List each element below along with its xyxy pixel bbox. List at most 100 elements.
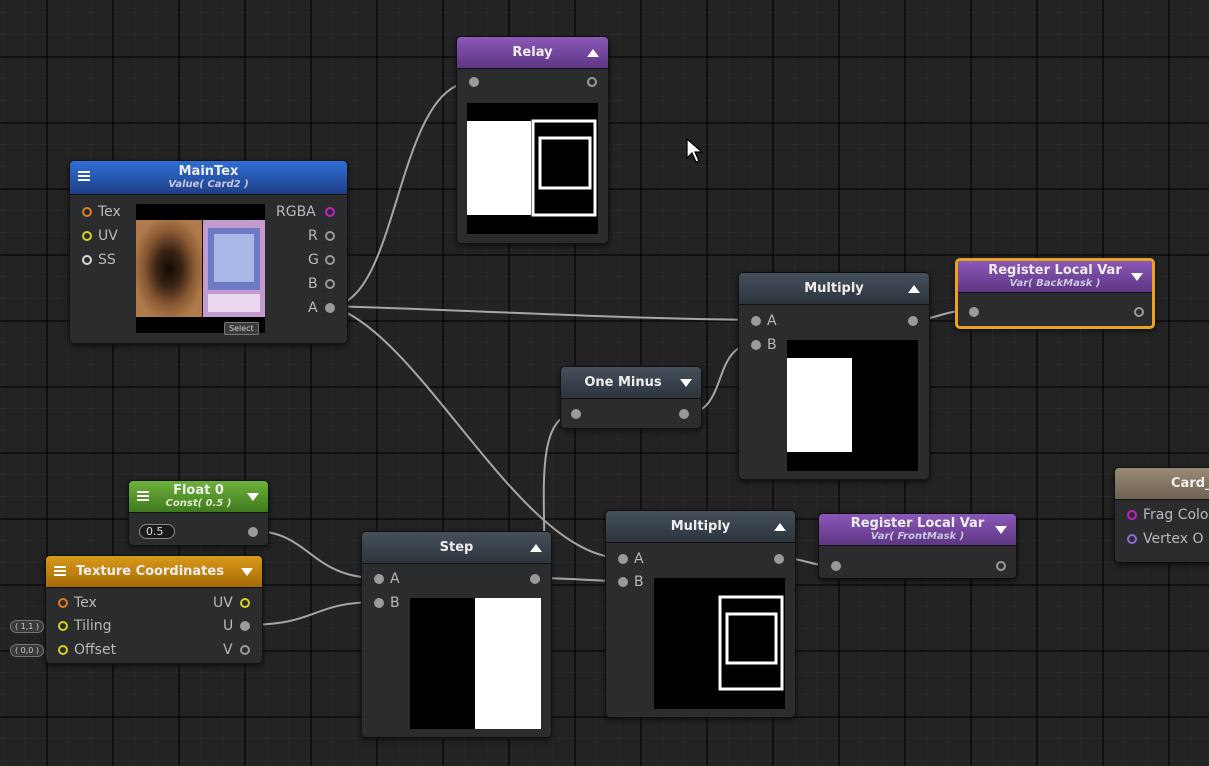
maintex-texture-preview[interactable]: Select <box>136 204 265 335</box>
vertex-offset-label: Vertex O <box>1143 531 1204 547</box>
texcoord-v-pin[interactable] <box>240 645 250 655</box>
register-frontmask-subtitle: Var( FrontMask ) <box>870 531 965 542</box>
texcoord-tiling-pin[interactable] <box>58 621 68 631</box>
collapse-arrow-icon[interactable] <box>587 49 599 57</box>
g-output-pin[interactable] <box>325 255 335 265</box>
uv-input-pin[interactable] <box>82 231 92 241</box>
r-output-label: R <box>308 228 318 244</box>
dropdown-arrow-icon[interactable] <box>995 526 1007 534</box>
collapse-arrow-icon[interactable] <box>774 523 786 531</box>
relay-node[interactable]: Relay <box>456 36 609 244</box>
texcoord-tex-pin[interactable] <box>58 598 68 608</box>
multiply-top-a-label: A <box>767 313 777 329</box>
r-output-pin[interactable] <box>325 231 335 241</box>
collapse-arrow-icon[interactable] <box>908 285 920 293</box>
step-b-pin[interactable] <box>374 598 384 608</box>
step-header[interactable]: Step <box>362 532 551 564</box>
float0-value-field[interactable]: 0.5 <box>139 524 175 539</box>
one-minus-input-pin[interactable] <box>571 409 581 419</box>
multiply-bottom-node[interactable]: Multiply A B <box>605 510 796 718</box>
wire-maintex-a-to-multiply-bottom-a <box>329 305 623 559</box>
tex-input-pin[interactable] <box>82 207 92 217</box>
offset-default-badge[interactable]: ( 0,0 ) <box>10 644 45 657</box>
register-frontmask-node[interactable]: Register Local Var Var( FrontMask ) <box>818 513 1017 579</box>
multiply-bottom-title: Multiply <box>670 519 731 534</box>
relay-preview-image <box>467 119 597 217</box>
card-output-title: Card_ <box>1171 476 1209 491</box>
tiling-default-badge[interactable]: ( 1,1 ) <box>10 620 45 633</box>
register-frontmask-input-pin[interactable] <box>831 561 841 571</box>
ss-input-pin[interactable] <box>82 255 92 265</box>
menu-icon[interactable] <box>78 171 90 181</box>
one-minus-title: One Minus <box>584 375 662 390</box>
multiply-top-header[interactable]: Multiply <box>739 273 929 305</box>
card-output-node[interactable]: Card_ Frag Colo Vertex O <box>1114 467 1209 563</box>
maintex-node[interactable]: MainTex Value( Card2 ) Tex UV SS Select <box>69 160 348 344</box>
multiply-bottom-output-pin[interactable] <box>774 554 784 564</box>
texcoord-u-pin[interactable] <box>240 621 250 631</box>
multiply-top-node[interactable]: Multiply A B <box>738 272 930 480</box>
select-button[interactable]: Select <box>224 322 259 335</box>
texture-coordinates-title: Texture Coordinates <box>76 564 224 579</box>
collapse-arrow-icon[interactable] <box>530 544 542 552</box>
mouse-cursor-icon <box>686 138 704 163</box>
register-backmask-input-pin[interactable] <box>969 307 979 317</box>
register-backmask-header[interactable]: Register Local Var Var( BackMask ) <box>958 261 1152 293</box>
menu-icon[interactable] <box>54 566 66 576</box>
multiply-bottom-header[interactable]: Multiply <box>606 511 795 543</box>
register-frontmask-header[interactable]: Register Local Var Var( FrontMask ) <box>819 514 1016 546</box>
dropdown-arrow-icon[interactable] <box>241 568 253 576</box>
texcoord-uv-pin[interactable] <box>240 598 250 608</box>
relay-preview <box>467 103 598 234</box>
b-output-label: B <box>308 276 318 292</box>
register-backmask-node[interactable]: Register Local Var Var( BackMask ) <box>955 258 1155 329</box>
step-node[interactable]: Step A B <box>361 531 552 738</box>
dropdown-arrow-icon[interactable] <box>680 379 692 387</box>
register-backmask-subtitle: Var( BackMask ) <box>1009 278 1101 289</box>
frag-color-pin[interactable] <box>1127 510 1137 520</box>
card-output-header[interactable]: Card_ <box>1115 468 1209 500</box>
wire-maintex-a-to-relay <box>329 81 474 307</box>
multiply-top-preview <box>787 340 918 471</box>
multiply-top-title: Multiply <box>804 281 864 296</box>
step-a-pin[interactable] <box>374 574 384 584</box>
maintex-header[interactable]: MainTex Value( Card2 ) <box>70 161 347 195</box>
vertex-offset-pin[interactable] <box>1127 534 1137 544</box>
frag-color-label: Frag Colo <box>1143 507 1209 523</box>
texcoord-offset-pin[interactable] <box>58 645 68 655</box>
a-output-pin[interactable] <box>325 303 335 313</box>
step-output-pin[interactable] <box>530 574 540 584</box>
multiply-top-output-pin[interactable] <box>908 316 918 326</box>
one-minus-output-pin[interactable] <box>679 409 689 419</box>
register-frontmask-output-pin[interactable] <box>996 561 1006 571</box>
multiply-top-b-label: B <box>767 337 777 353</box>
float0-title: Float 0 <box>173 483 224 498</box>
menu-icon[interactable] <box>137 491 149 501</box>
relay-output-pin[interactable] <box>587 77 597 87</box>
texture-coordinates-header[interactable]: Texture Coordinates <box>46 556 262 588</box>
multiply-bottom-a-pin[interactable] <box>618 554 628 564</box>
multiply-top-preview-image <box>787 358 852 452</box>
rgba-output-pin[interactable] <box>325 207 335 217</box>
float0-header[interactable]: Float 0 Const( 0.5 ) <box>129 481 268 513</box>
register-backmask-output-pin[interactable] <box>1134 307 1144 317</box>
multiply-bottom-preview <box>654 578 785 709</box>
multiply-bottom-b-pin[interactable] <box>618 577 628 587</box>
texcoord-u-label: U <box>223 618 234 634</box>
texcoord-v-label: V <box>223 642 233 658</box>
texcoord-uv-label: UV <box>213 595 233 611</box>
b-output-pin[interactable] <box>325 279 335 289</box>
one-minus-node[interactable]: One Minus <box>560 366 702 429</box>
relay-header[interactable]: Relay <box>457 37 608 69</box>
texture-coordinates-node[interactable]: Texture Coordinates Tex Tiling Offset UV… <box>45 555 263 664</box>
float0-node[interactable]: Float 0 Const( 0.5 ) 0.5 <box>128 480 269 546</box>
maintex-title: MainTex <box>178 164 239 179</box>
dropdown-arrow-icon[interactable] <box>247 493 259 501</box>
float0-output-pin[interactable] <box>248 527 258 537</box>
multiply-top-b-pin[interactable] <box>751 340 761 350</box>
relay-input-pin[interactable] <box>469 77 479 87</box>
multiply-top-a-pin[interactable] <box>751 316 761 326</box>
multiply-bottom-a-label: A <box>634 551 644 567</box>
one-minus-header[interactable]: One Minus <box>561 367 701 399</box>
dropdown-arrow-icon[interactable] <box>1131 273 1143 281</box>
